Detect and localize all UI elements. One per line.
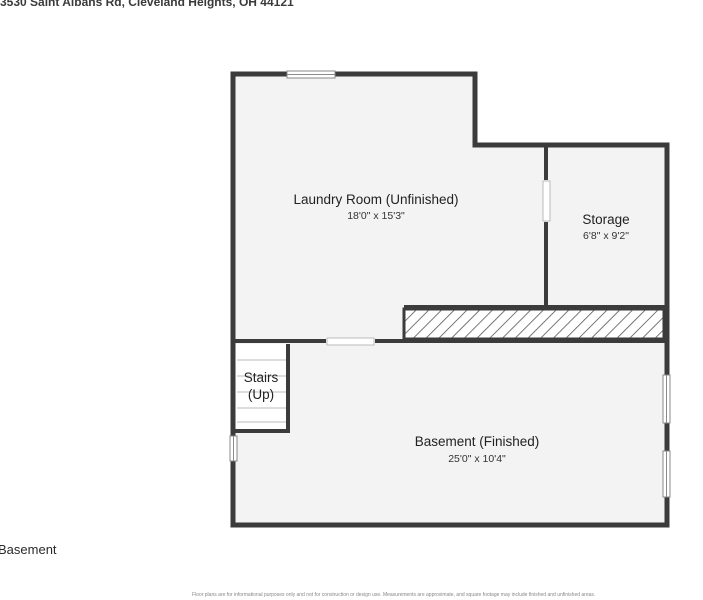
stairs-label-line1: Stairs [244,370,279,385]
laundry-room-floor [235,75,473,341]
disclaimer-text: Floor plans are for informational purpos… [192,592,596,598]
storage-name: Storage [582,212,629,227]
laundry-room-name: Laundry Room (Unfinished) [293,192,458,207]
basement-name: Basement (Finished) [415,434,540,449]
exterior-walls [230,71,670,528]
laundry-basement-doorway [326,337,375,346]
interior-walls [235,147,666,433]
laundry-room-dims: 18'0" x 15'3" [347,210,405,222]
storage-dims: 6'8" x 9'2" [583,230,629,242]
hatched-chase [402,307,666,341]
basement-dims: 25'0" x 10'4" [448,453,506,465]
floor-label: Basement [0,542,57,557]
storage-floor [546,147,665,307]
basement-floor [235,341,665,523]
storage-doorway [542,180,551,222]
stair-treads [237,359,286,423]
property-address: 3530 Saint Albans Rd, Cleveland Heights,… [0,0,294,9]
windows [229,70,671,498]
stairs-label-line2: (Up) [248,387,274,402]
stairs-floor [235,344,288,430]
